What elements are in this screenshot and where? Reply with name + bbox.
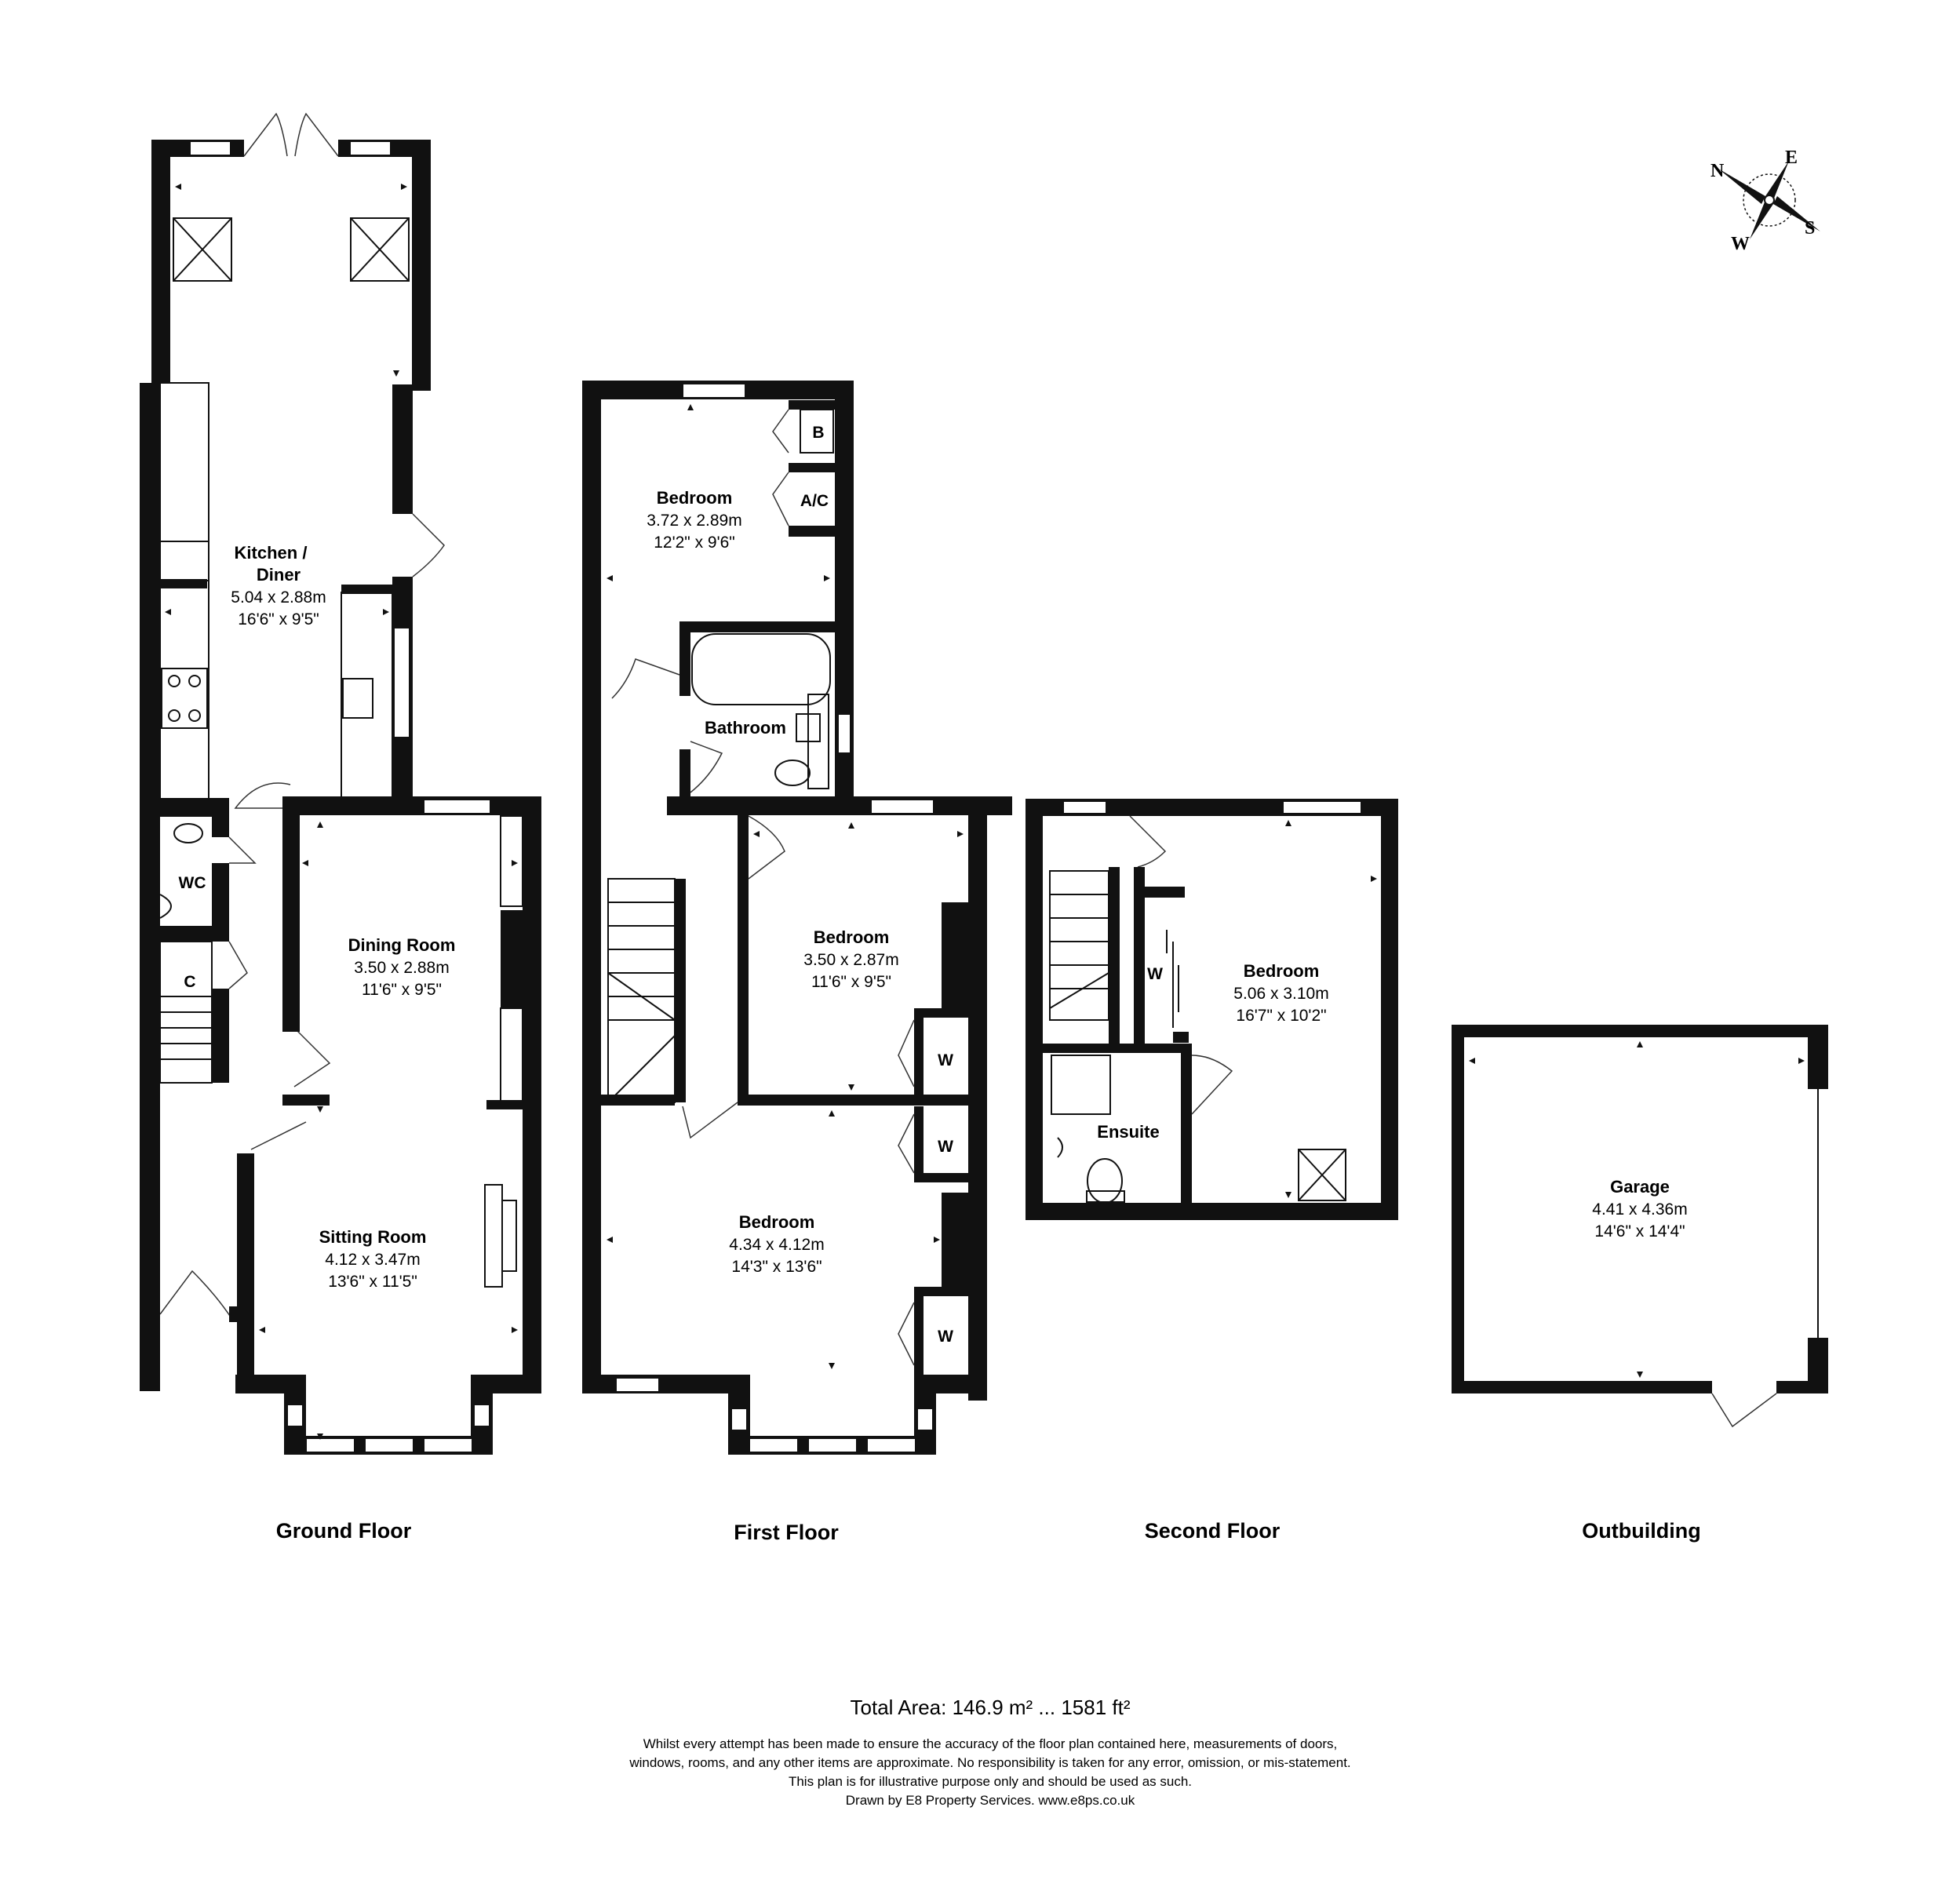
first-bedroom-rear-name: Bedroom — [657, 488, 733, 508]
bathroom-name: Bathroom — [705, 718, 786, 738]
wc-label: WC — [179, 874, 206, 892]
wardrobe-2-label: W — [938, 1138, 953, 1156]
ground-floor-label: Ground Floor — [276, 1519, 412, 1543]
first-bedroom-front-imperial: 14'3" x 13'6" — [731, 1258, 822, 1276]
airing-cupboard-label: A/C — [800, 492, 829, 510]
first-bedroom-front-metric: 4.34 x 4.12m — [729, 1236, 824, 1254]
dining-room-name: Dining Room — [348, 935, 456, 955]
kitchen-metric: 5.04 x 2.88m — [231, 588, 326, 607]
second-wardrobe-label: W — [1147, 965, 1163, 983]
compass-west: W — [1731, 234, 1750, 254]
garage-name: Garage — [1610, 1177, 1670, 1197]
compass-east: E — [1785, 148, 1798, 168]
compass-south: S — [1805, 218, 1815, 239]
drawn-by-credit: Drawn by E8 Property Services. www.e8ps.… — [846, 1793, 1135, 1808]
wardrobe-3-label: W — [938, 1328, 953, 1346]
cupboard-label: C — [184, 973, 195, 991]
first-bedroom-rear-imperial: 12'2" x 9'6" — [654, 534, 735, 552]
disclaimer-line-3: This plan is for illustrative purpose on… — [789, 1774, 1192, 1789]
compass-north: N — [1710, 161, 1725, 181]
kitchen-imperial: 16'6" x 9'5" — [238, 610, 319, 628]
dining-room-imperial: 11'6" x 9'5" — [362, 981, 442, 999]
second-bedroom-imperial: 16'7" x 10'2" — [1236, 1007, 1326, 1025]
disclaimer-line-2: windows, rooms, and any other items are … — [628, 1755, 1350, 1770]
total-area: Total Area: 146.9 m² ... 1581 ft² — [851, 1696, 1131, 1719]
second-floor-plan — [1026, 799, 1398, 1220]
dimension-markers — [165, 184, 1805, 1440]
ground-floor-plan — [140, 112, 541, 1455]
wardrobe-1-label: W — [938, 1051, 953, 1069]
kitchen-name-line2: Diner — [257, 565, 301, 585]
first-floor-plan — [582, 381, 1012, 1455]
sitting-room-name: Sitting Room — [319, 1227, 427, 1247]
dining-room-metric: 3.50 x 2.88m — [354, 959, 449, 977]
outbuilding-label: Outbuilding — [1582, 1519, 1700, 1543]
sitting-room-metric: 4.12 x 3.47m — [325, 1251, 420, 1269]
ensuite-name: Ensuite — [1097, 1122, 1159, 1142]
first-bedroom-middle-imperial: 11'6" x 9'5" — [811, 973, 891, 991]
sitting-room-imperial: 13'6" x 11'5" — [328, 1273, 417, 1291]
first-bedroom-front-name: Bedroom — [739, 1212, 815, 1232]
boiler-label: B — [812, 424, 824, 442]
compass-rose: N E S W — [1710, 148, 1820, 254]
garage-metric: 4.41 x 4.36m — [1592, 1200, 1687, 1219]
outbuilding-plan — [1452, 1025, 1828, 1428]
second-bedroom-name: Bedroom — [1244, 961, 1320, 981]
second-floor-label: Second Floor — [1145, 1519, 1281, 1543]
first-bedroom-middle-name: Bedroom — [814, 927, 890, 947]
second-bedroom-metric: 5.06 x 3.10m — [1233, 985, 1328, 1003]
first-bedroom-middle-metric: 3.50 x 2.87m — [803, 951, 898, 969]
first-bedroom-rear-metric: 3.72 x 2.89m — [647, 512, 741, 530]
first-floor-label: First Floor — [734, 1521, 839, 1544]
garage-imperial: 14'6" x 14'4" — [1594, 1222, 1685, 1240]
kitchen-name-line1: Kitchen / — [235, 543, 308, 563]
disclaimer-line-1: Whilst every attempt has been made to en… — [643, 1736, 1337, 1751]
